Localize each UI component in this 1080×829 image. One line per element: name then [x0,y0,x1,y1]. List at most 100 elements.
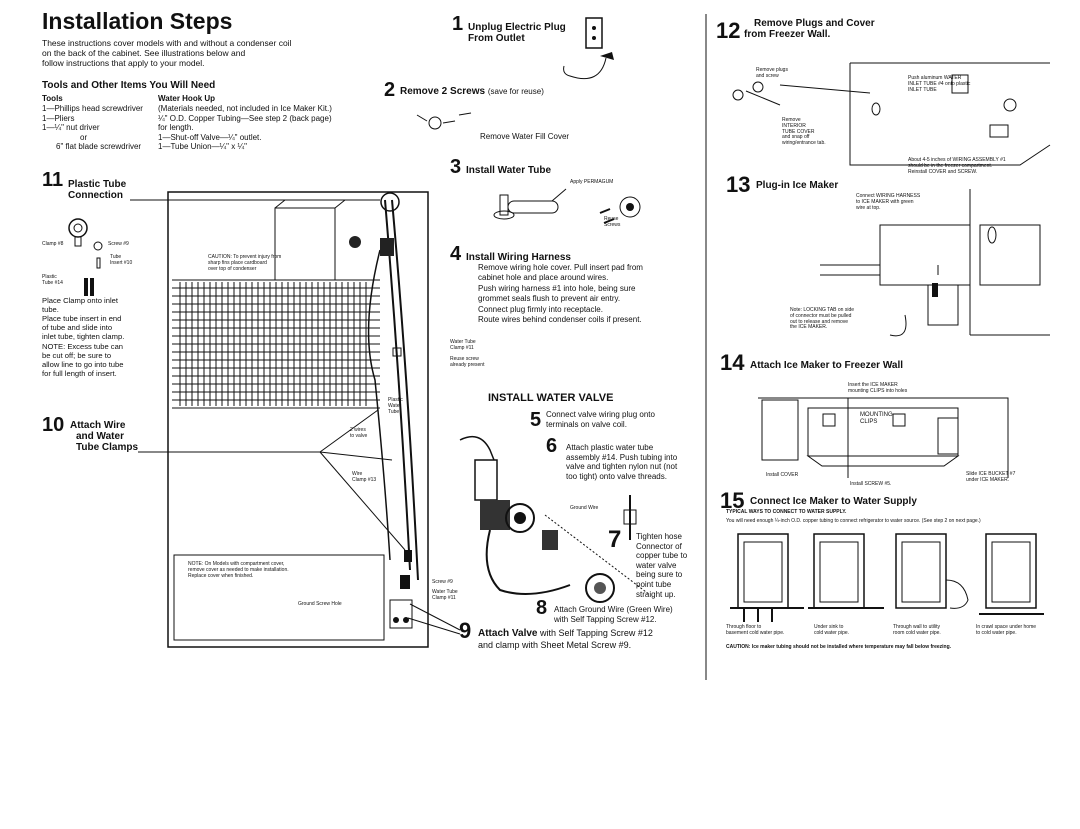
plastic-tube-label: Plastic Tube #14 [42,274,63,287]
compartment-note: NOTE: On Models with compartment cover, … [188,561,338,579]
step-7-line: being sure to [636,570,683,580]
label-line: Clamp #11 [450,344,474,351]
step-5-text: Connect valve wiring plug onto terminals… [546,410,655,429]
step-4-line: Push wiring harness #1 into hole, being … [478,283,636,293]
step-9-line-2: and clamp with Sheet Metal Screw #9. [478,639,632,650]
step-3-title: Install Water Tube [466,165,552,176]
plastic-tube-line: Plastic [42,274,57,280]
tools-item: 1—Pliers [42,113,75,123]
water-supply-illustrations [730,533,1044,622]
step-4-text: Remove wiring hole cover. Pull insert pa… [478,263,688,325]
step-11-number: 11 [42,169,64,191]
step-10-title-line: Tube Clamps [76,442,139,453]
attach-ice-maker-illustration [758,397,1009,478]
step-2-title-text: Remove 2 Screws [400,86,486,97]
label-line: to ICE MAKER with green [856,198,914,205]
step-6-text: Attach plastic water tube assembly #14. … [566,443,711,481]
label-line: of connector must be pulled [790,312,852,319]
step-9-line-1: Attach Valve with Self Tapping Screw #12 [478,628,653,640]
caption-line: room cold water pipe. [893,629,941,636]
step-9-text: Attach Valve with Self Tapping Screw #12… [478,628,653,650]
label-line: About 4-5 inches of WIRING ASSEMBLY #1 [908,157,1006,163]
remove-interior-cover-label: Remove INTERIOR TUBE COVER and snap off … [782,117,826,147]
step-1-title-line: From Outlet [468,33,525,44]
plastic-tube-line: Tube #14 [42,279,63,286]
caption-line: Under sink to [814,624,844,630]
remove-water-fill-cover-label: Remove Water Fill Cover [480,132,570,141]
step-11-line: inlet tube, tighten clamp. [42,332,125,342]
clamp-illustration [68,218,103,296]
step-7-line: Tighten hose [636,532,682,541]
label-line: to valve [350,432,368,439]
label-line: should be in the freezer compartment. [908,162,993,169]
label-line: wire at top. [856,204,881,211]
label-line: MOUNTING [860,412,893,418]
caption-line: to cold water pipe. [976,629,1017,636]
step-14-number: 14 [720,350,745,375]
caption-line: Through wall to utility [893,624,940,630]
step-11-line: for full length of insert. [42,368,117,378]
tools-item: 6" flat blade screwdriver [56,142,142,152]
label-line: INTERIOR [782,122,806,129]
step-6-line: valve and tighten nylon nut (not [566,462,678,472]
water-tube-clamp-11-label: Water Tube Clamp #11 [432,589,458,602]
tools-item: 1—Phillips head screwdriver [42,104,143,113]
connect-wiring-harness-label: Connect WIRING HARNESS to ICE MAKER with… [856,193,920,211]
tools-item: or [80,132,88,142]
mounting-clips-label: MOUNTING CLIPS [860,412,893,426]
step-11-line: NOTE: Excess tube can [42,341,124,351]
typical-ways-label: TYPICAL WAYS TO CONNECT TO WATER SUPPLY. [726,509,847,515]
freezing-caution: CAUTION: Ice maker tubing should not be … [726,644,952,650]
water-hookup-list: (Materials needed, not included in Ice M… [158,104,378,152]
step-8-line: Attach Ground Wire (Green Wire) [554,605,673,614]
label-line: Plastic [388,397,403,403]
step-10-number: 10 [42,414,65,436]
caution-line: CAUTION: To prevent injury from [208,254,282,260]
step-2-title: Remove 2 Screws (save for reuse) [400,86,544,98]
step-4-line: Remove wiring hole cover. Pull insert pa… [478,263,643,272]
label-line: already present [450,361,485,368]
caution-line: sharp fins place cardboard [208,259,267,266]
install-water-valve-heading: INSTALL WATER VALVE [488,392,614,404]
step-4-number: 4 [450,243,462,265]
water-hookup-col-head: Water Hook Up [158,94,216,103]
screw-9-label: Screw #9 [432,579,453,585]
install-screw-label: Install SCREW #5. [850,481,892,487]
water-tube-illustration [493,188,641,224]
label-line: and snap off [782,134,810,141]
tools-heading: Tools and Other Items You Will Need [42,80,216,91]
slide-ice-bucket-label: Slide ICE BUCKET #7 under ICE MAKER. [966,471,1015,484]
label-line: INLET TUBE #4 onto plastic [908,80,971,87]
step-12-title-line: Remove Plugs and Cover [754,18,875,29]
step-10-title-line: Attach Wire [70,420,126,431]
tools-list: 1—Phillips head screwdriver 1—Pliers 1—¼… [42,104,157,152]
step-8-text: Attach Ground Wire (Green Wire) with Sel… [554,605,673,624]
label-line: mounting CLIPS into holes [848,387,908,394]
caption-line: cold water pipe. [814,629,850,636]
intro-line: These instructions cover models with and… [42,38,292,48]
step-1-title-line: Unplug Electric Plug [468,22,566,33]
label-line: Note: LOCKING TAB on side [790,307,855,313]
step-11-line: Place tube insert in end [42,314,122,324]
step-4-line: Connect plug firmly into receptacle. [478,304,603,314]
step-11-line: tube. [42,305,59,315]
step-12-title: Remove Plugs and Cover from Freezer Wall… [744,18,875,40]
freezer-wall-illustration [732,62,1051,166]
step-11-line: be cut off; be sure to [42,350,112,360]
step-1-title: Unplug Electric Plug From Outlet [468,22,566,44]
hookup-item: 1—Tube Union—¼" x ¼" [158,142,247,152]
label-line: Clamp #13 [352,476,377,483]
step-7-line: point tube [636,579,672,589]
hookup-item: ¼" O.D. Copper Tubing—See step 2 (back p… [158,113,332,123]
label-line: Push aluminum WATER [908,75,962,81]
ground-wire-label: Ground Wire [570,505,599,511]
caution-line: over top of condenser [208,265,257,272]
supply-caption-1: Through floor to basement cold water pip… [726,624,806,637]
step-11-title-line: Connection [68,190,123,201]
insert-ice-maker-label: Insert the ICE MAKER mounting CLIPS into… [848,382,908,395]
label-line: Tube [388,408,400,415]
step-7-line: straight up. [636,589,676,599]
wiring-assembly-note: About 4-5 inches of WIRING ASSEMBLY #1 s… [908,157,1006,175]
two-wires-label: 2 wires to valve [350,427,368,440]
step-11-line: Place Clamp onto inlet [42,296,118,305]
